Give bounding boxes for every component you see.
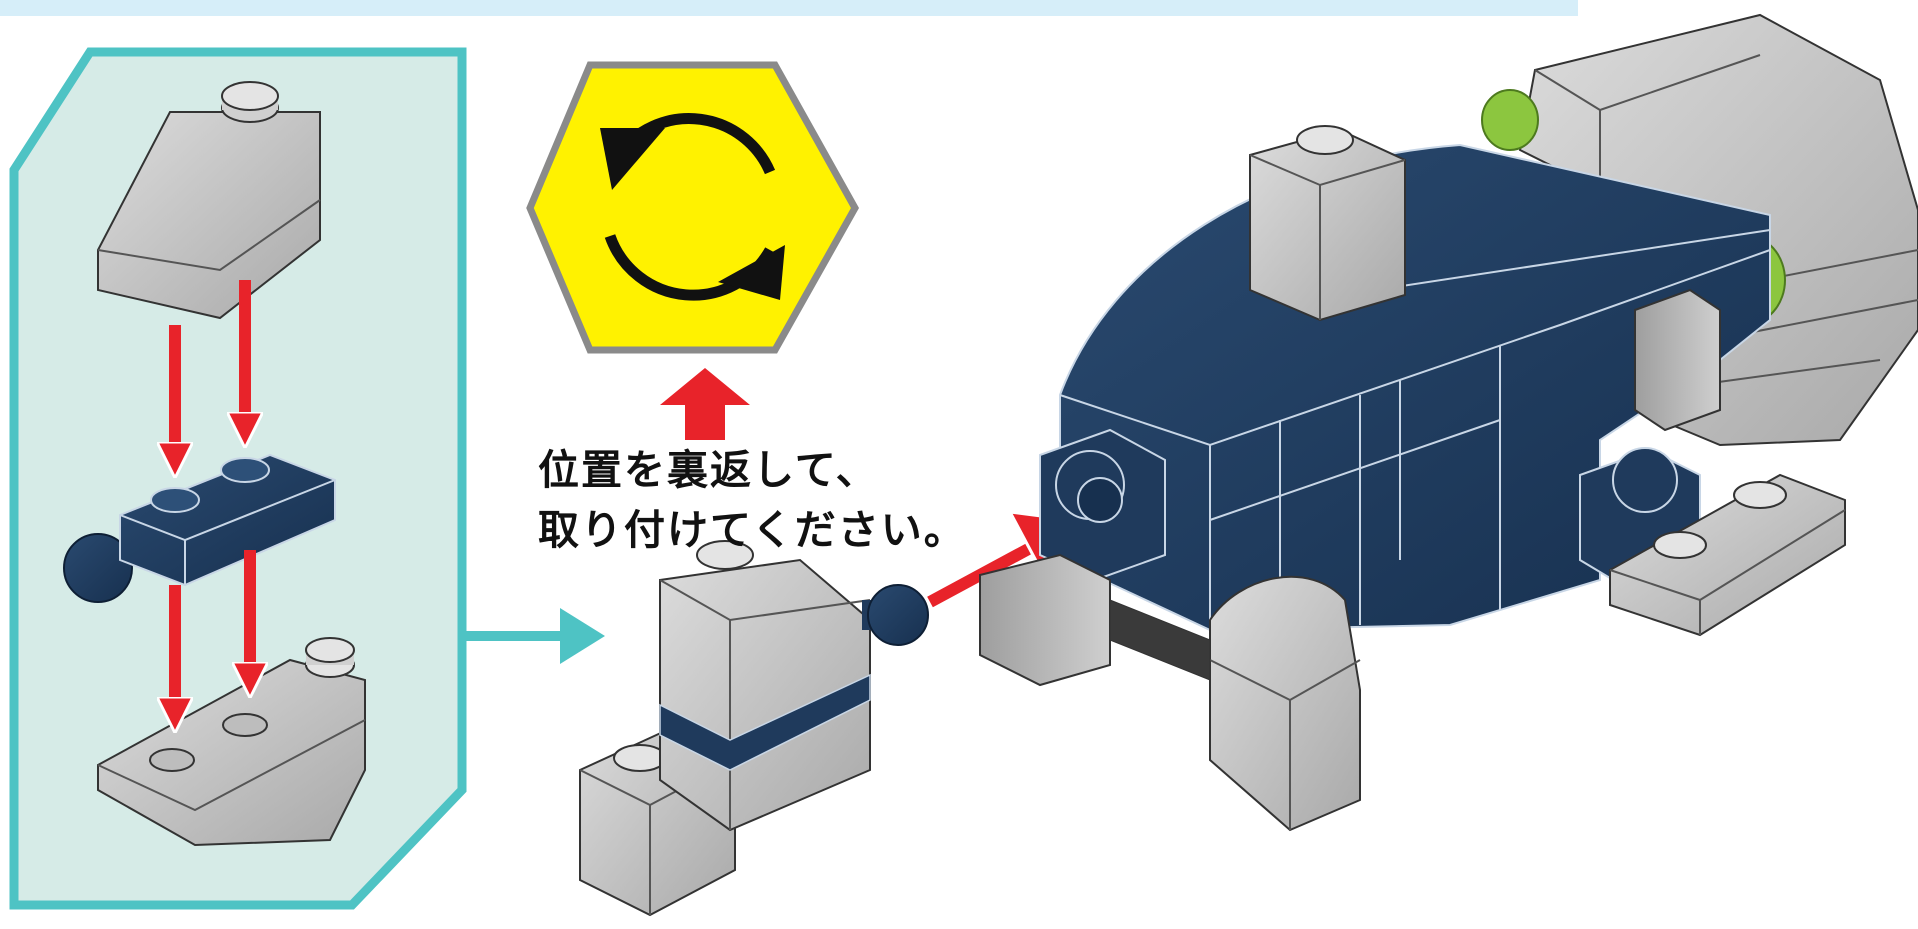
inverted-slope-brick-bottom [97,637,366,847]
sub-assembly-panel [9,47,467,910]
instruction-text: 位置を裏返して、 取り付けてください。 [538,440,967,560]
header-bar [0,0,1578,16]
instruction-line-2: 取り付けてください。 [538,506,967,554]
main-model [979,13,1918,832]
assembly-arrows [175,280,250,715]
teal-right-arrow-icon [462,608,605,664]
attach-piece [579,540,929,917]
red-up-arrow-icon [660,368,750,440]
slope-brick-top [97,81,321,320]
instruction-line-1: 位置を裏返して、 [538,446,879,494]
navy-ball-plate [63,453,336,603]
rotate-arrows-icon [526,61,860,354]
